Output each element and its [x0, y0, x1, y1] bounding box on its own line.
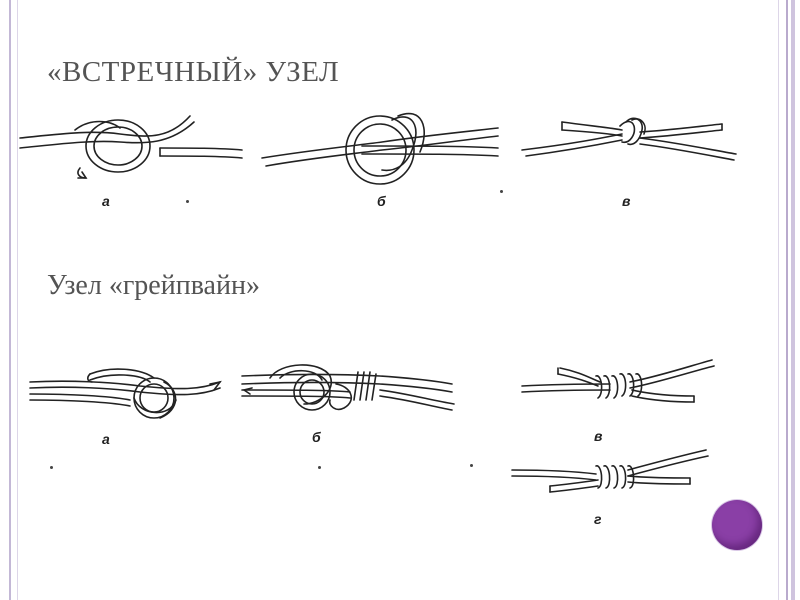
slide-decoration-circle: [712, 500, 762, 550]
figure-label-bottom-a: а: [102, 431, 110, 447]
knot-illustration-top-a: [19, 115, 243, 179]
knot-illustration-bottom-c: [521, 359, 715, 403]
figure-label-top-a: а: [102, 193, 110, 209]
knot-illustration-top-b: [261, 112, 499, 185]
slide-subtitle: Узел «грейпвайн»: [47, 270, 260, 301]
scan-speck: [318, 466, 321, 469]
knot-illustration-bottom-d: [511, 449, 709, 493]
figure-label-top-c: в: [622, 193, 631, 209]
figure-label-bottom-d: г: [594, 511, 602, 527]
slide-frame-inner: [17, 0, 779, 600]
knot-illustration-bottom-b: [241, 364, 455, 411]
knot-illustration-bottom-a: [29, 368, 222, 419]
slide-right-stripe: [782, 0, 800, 600]
scan-speck: [500, 190, 503, 193]
figure-label-top-b: б: [377, 193, 386, 209]
scan-speck: [470, 464, 473, 467]
scan-speck: [50, 466, 53, 469]
slide-title: «ВСТРЕЧНЫЙ» УЗЕЛ: [47, 56, 340, 88]
figure-label-bottom-c: в: [594, 428, 603, 444]
scan-speck: [186, 200, 189, 203]
knot-illustration-top-c: [521, 117, 737, 161]
figure-label-bottom-b: б: [312, 429, 321, 445]
